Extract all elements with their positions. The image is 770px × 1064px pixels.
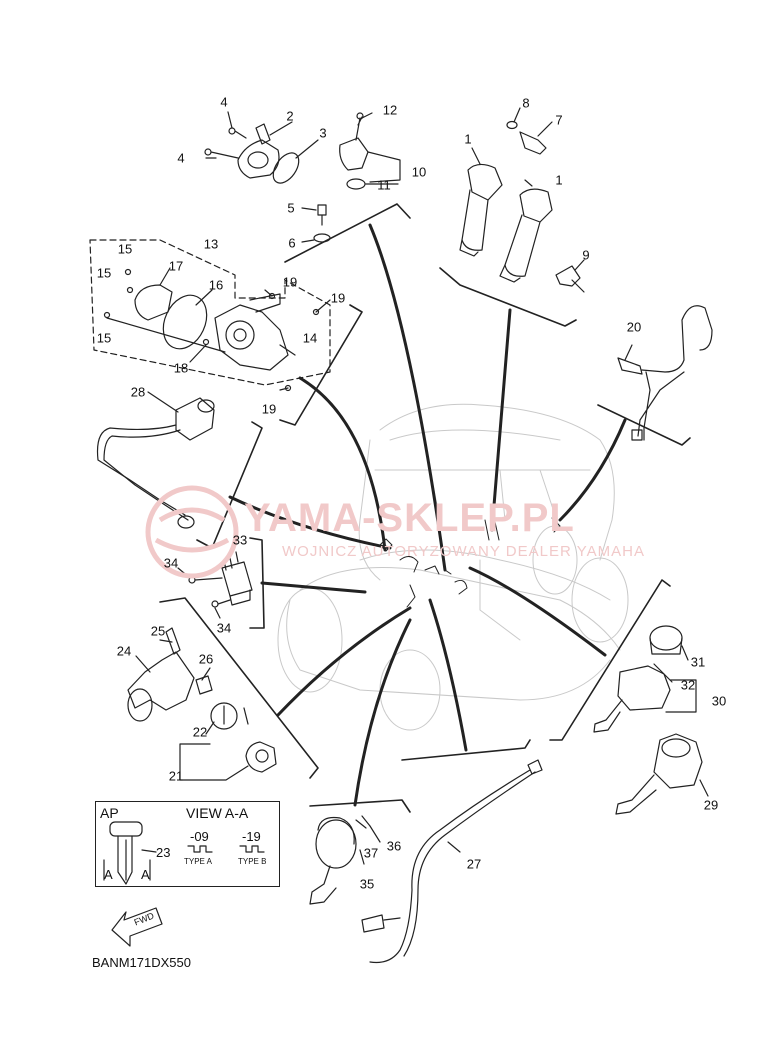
callout-12: 12 (382, 102, 398, 118)
switch-24 (127, 627, 213, 722)
horn-29 (615, 733, 709, 815)
callout-14: 14 (302, 330, 318, 346)
callout-17: 17 (168, 258, 184, 274)
view-box-col2: -19 (242, 829, 261, 844)
watermark-subtitle: WOJNICZ AUTORYZOWANY DEALER YAMAHA (282, 543, 645, 560)
view-box-section-a-left: A (104, 867, 113, 882)
bracket-sensor28 (196, 421, 263, 549)
callout-31: 31 (690, 654, 706, 670)
callout-6: 6 (288, 235, 296, 251)
view-a-a-box (95, 801, 280, 887)
callout-9: 9 (582, 247, 590, 263)
callout-23: 23 (156, 845, 171, 860)
callout-16: 16 (208, 277, 224, 293)
ignition-coil-1a (459, 147, 503, 257)
view-box-type-a: TYPE A (184, 857, 213, 866)
sensor-part-7 (506, 107, 553, 155)
bracket-throttle (279, 304, 363, 426)
mounted-parts (379, 517, 561, 608)
view-box-type-b: TYPE B (238, 857, 267, 866)
callout-8: 8 (522, 95, 530, 111)
callout-19a: 19 (282, 274, 298, 290)
bracket-top-center (284, 203, 411, 263)
bracket-horn35 (309, 799, 411, 813)
callout-34b: 34 (216, 620, 232, 636)
bracket-key (159, 597, 319, 779)
callout-11: 11 (377, 177, 391, 193)
ignition-switch-21 (179, 702, 277, 781)
fwd-arrow (111, 907, 163, 947)
key-view-sketch (103, 821, 265, 885)
diagram-code: BANM171DX550 (92, 955, 191, 970)
callout-15b: 15 (96, 265, 112, 281)
callout-1b: 1 (555, 172, 563, 188)
callout-20: 20 (626, 319, 642, 335)
callout-28: 28 (130, 384, 146, 400)
sensor-part-2 (204, 111, 319, 184)
relay-33 (177, 551, 253, 619)
callout-3: 3 (319, 125, 327, 141)
callout-2: 2 (286, 108, 294, 124)
callout-35: 35 (359, 876, 375, 892)
callout-10: 10 (411, 164, 427, 180)
bracket-o2 (597, 404, 691, 446)
view-box-ap-label: AP (100, 805, 119, 821)
callout-18: 18 (173, 360, 189, 376)
callout-33: 33 (232, 532, 248, 548)
callout-19c: 19 (261, 401, 277, 417)
ignition-coil-1b (499, 179, 553, 283)
leader-lines (228, 223, 627, 807)
callout-5: 5 (287, 200, 295, 216)
sensor-part-9 (555, 259, 585, 293)
callout-25: 25 (150, 623, 166, 639)
watermark-title: YAMA-SKLEP.PL (244, 496, 575, 540)
callout-27: 27 (466, 856, 482, 872)
horn-35 (309, 815, 381, 905)
callout-13: 13 (203, 236, 219, 252)
callout-32: 32 (680, 677, 696, 693)
callout-22: 22 (192, 724, 208, 740)
sensor-part-5 (301, 204, 331, 243)
callout-4b: 4 (177, 150, 185, 166)
callout-21: 21 (168, 768, 184, 784)
callout-15a: 15 (117, 241, 133, 257)
bracket-coils (439, 267, 577, 327)
view-box-title: VIEW A-A (186, 805, 249, 821)
callout-36: 36 (386, 838, 402, 854)
view-box-section-a-right: A (141, 867, 150, 882)
callout-26: 26 (198, 651, 214, 667)
o2-sensor-20 (617, 305, 713, 441)
callout-29: 29 (703, 797, 719, 813)
callout-30: 30 (711, 693, 727, 709)
callout-24: 24 (116, 643, 132, 659)
view-box-col1: -09 (190, 829, 209, 844)
horn-30 (593, 625, 697, 733)
callout-19b: 19 (330, 290, 346, 306)
throttle-body-dashed-box (89, 239, 331, 386)
throttle-body-group-13 (103, 267, 331, 392)
callout-15c: 15 (96, 330, 112, 346)
sensor-27 (361, 759, 543, 964)
callout-7: 7 (555, 112, 563, 128)
callout-34a: 34 (163, 555, 179, 571)
callout-37: 37 (363, 845, 379, 861)
callout-4a: 4 (220, 94, 228, 110)
sensor-part-10 (339, 112, 401, 190)
watermark-logo-icon (145, 485, 239, 579)
sensor-28 (96, 391, 215, 529)
callout-1a: 1 (464, 131, 472, 147)
bracket-sensor27 (401, 739, 531, 761)
bracket-horns (549, 579, 671, 741)
